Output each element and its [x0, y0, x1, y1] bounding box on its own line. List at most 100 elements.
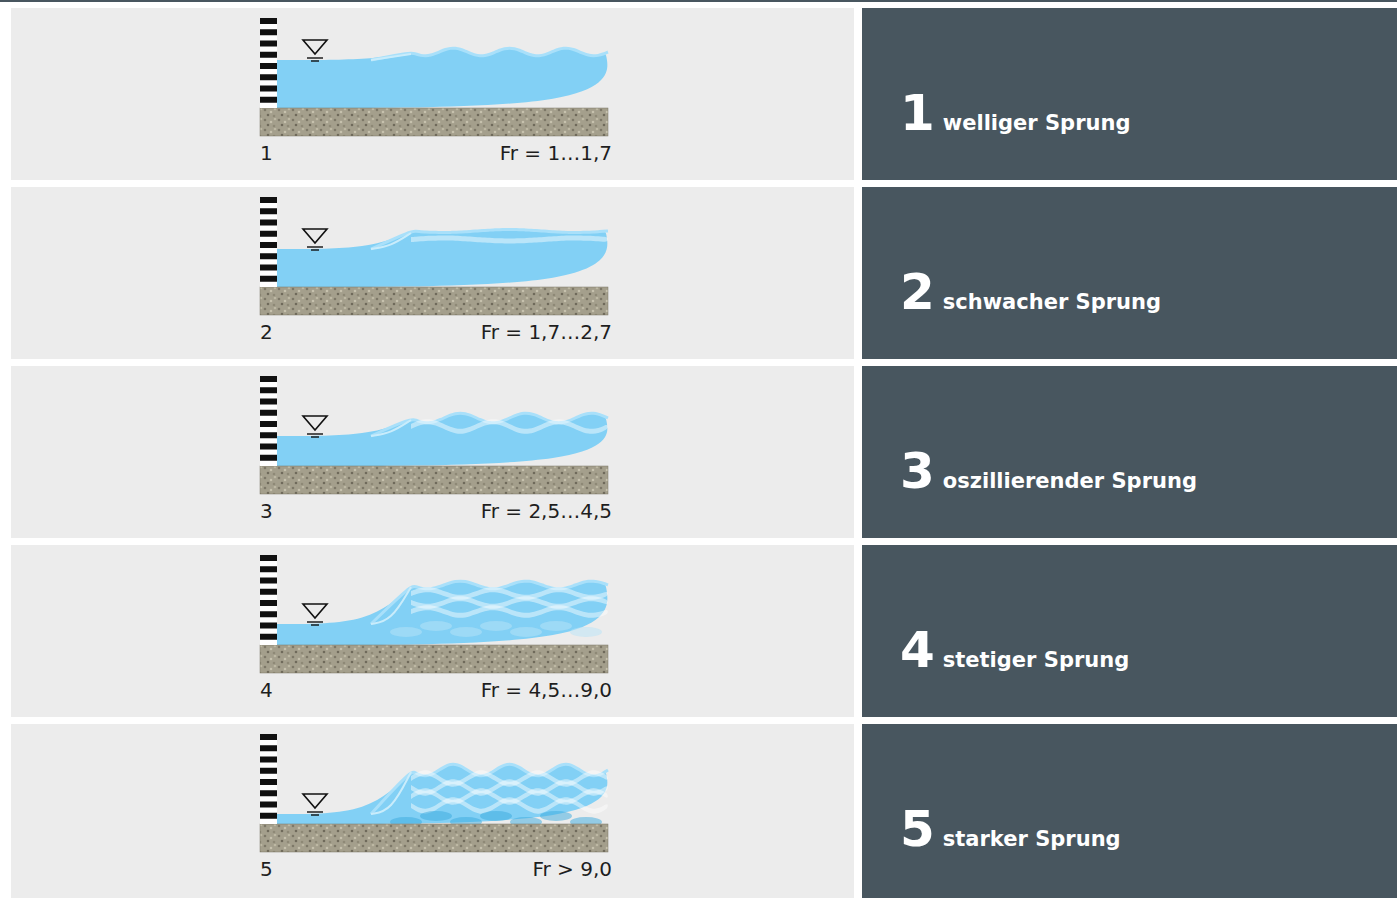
water-surface — [371, 48, 608, 60]
gauge-mark — [260, 779, 277, 785]
illustration-panel: 3 Fr = 2,5…4,5 — [11, 366, 854, 538]
gauge-mark — [260, 387, 277, 393]
hydraulic-jump-sketch — [11, 366, 854, 538]
water-surface — [371, 230, 608, 249]
gauge-mark — [260, 97, 277, 103]
water-level-symbol — [303, 416, 327, 430]
turbulence — [480, 811, 512, 821]
channel-bed — [260, 645, 608, 673]
gauge-mark — [260, 276, 277, 282]
row-number: 3 — [260, 499, 273, 523]
illustration-panel: 1Fr = 1…1,7 — [11, 8, 854, 180]
turbulence — [420, 811, 452, 821]
water-level-symbol — [311, 249, 319, 250]
water-body — [277, 581, 607, 645]
gauge-mark — [260, 63, 277, 69]
gauge-mark — [260, 52, 277, 58]
jump-number: 2 — [900, 263, 935, 321]
turbulence — [540, 621, 572, 631]
staff-gauge — [260, 734, 277, 824]
water-level-symbol — [307, 621, 323, 622]
turbulence — [570, 627, 602, 637]
jump-front — [371, 420, 411, 436]
water-body — [277, 764, 607, 824]
gauge-mark — [260, 220, 277, 226]
water-level-symbol — [303, 229, 327, 243]
title-line: 5 starker Sprung — [900, 800, 1121, 858]
gauge-mark — [260, 455, 277, 461]
water-level-symbol — [303, 794, 327, 808]
title-line: 1 welliger Sprung — [900, 84, 1130, 142]
gauge-mark — [260, 421, 277, 427]
channel-bed — [260, 287, 608, 315]
row-number: 2 — [260, 320, 273, 344]
gauge-mark — [260, 376, 277, 382]
top-rule — [0, 0, 1397, 2]
foam-band — [411, 587, 608, 600]
jump-number: 3 — [900, 442, 935, 500]
gauge-mark — [260, 197, 277, 203]
staff-gauge — [260, 197, 277, 287]
gauge-mark — [260, 41, 277, 47]
gauge-mark — [260, 29, 277, 35]
gauge-mark — [260, 253, 277, 259]
gauge-mark — [260, 757, 277, 763]
channel-bed — [260, 108, 608, 136]
gauge-mark — [260, 813, 277, 819]
title-panel: 5 starker Sprung — [862, 724, 1397, 898]
foam-band — [411, 605, 608, 618]
froude-range: Fr = 4,5…9,0 — [481, 678, 612, 702]
gauge-mark — [260, 566, 277, 572]
gauge-mark — [260, 242, 277, 248]
turbulence — [510, 627, 542, 637]
turbulence — [480, 621, 512, 631]
turbulence — [450, 627, 482, 637]
gauge-mark — [260, 745, 277, 751]
jump-front — [371, 54, 411, 60]
hydraulic-jump-sketch — [11, 724, 854, 898]
water-level-symbol — [303, 40, 327, 54]
water-level-symbol — [307, 57, 323, 58]
froude-range: Fr = 2,5…4,5 — [481, 499, 612, 523]
water-body — [277, 413, 607, 466]
jump-type: stetiger Sprung — [943, 648, 1129, 672]
water-level-symbol — [311, 436, 319, 437]
staff-gauge — [260, 376, 277, 466]
title-panel: 3oszillierender Sprung — [862, 366, 1397, 538]
title-panel: 4 stetiger Sprung — [862, 545, 1397, 717]
water-level-symbol — [307, 246, 323, 247]
hydraulic-jump-sketch — [11, 8, 854, 180]
froude-range: Fr > 9,0 — [532, 857, 612, 881]
title-panel: 1 welliger Sprung — [862, 8, 1397, 180]
gauge-mark — [260, 768, 277, 774]
gauge-mark — [260, 265, 277, 271]
jump-type: schwacher Sprung — [943, 290, 1161, 314]
jump-front — [371, 587, 411, 624]
gauge-mark — [260, 208, 277, 214]
title-line: 4 stetiger Sprung — [900, 621, 1129, 679]
gauge-mark — [260, 578, 277, 584]
hydraulic-jump-sketch — [11, 545, 854, 717]
froude-range: Fr = 1,7…2,7 — [481, 320, 612, 344]
gauge-mark — [260, 399, 277, 405]
title-line: 2 schwacher Sprung — [900, 263, 1161, 321]
jump-number: 5 — [900, 800, 935, 858]
water-body — [277, 230, 607, 287]
row-number: 5 — [260, 857, 273, 881]
gauge-mark — [260, 432, 277, 438]
jump-number: 4 — [900, 621, 935, 679]
jump-front — [371, 772, 411, 814]
water-surface — [371, 581, 608, 624]
water-level-symbol — [311, 624, 319, 625]
illustration-panel: 2 Fr = 1,7…2,7 — [11, 187, 854, 359]
staff-gauge — [260, 555, 277, 645]
gauge-mark — [260, 555, 277, 561]
jump-number: 1 — [900, 84, 935, 142]
jump-type: starker Sprung — [943, 827, 1121, 851]
illustration-panel: 4Fr = 4,5…9,0 — [11, 545, 854, 717]
foam-band — [411, 779, 608, 795]
title-line: 3oszillierender Sprung — [900, 442, 1197, 500]
froude-range: Fr = 1…1,7 — [500, 141, 612, 165]
jump-type: welliger Sprung — [943, 111, 1131, 135]
gauge-mark — [260, 734, 277, 740]
